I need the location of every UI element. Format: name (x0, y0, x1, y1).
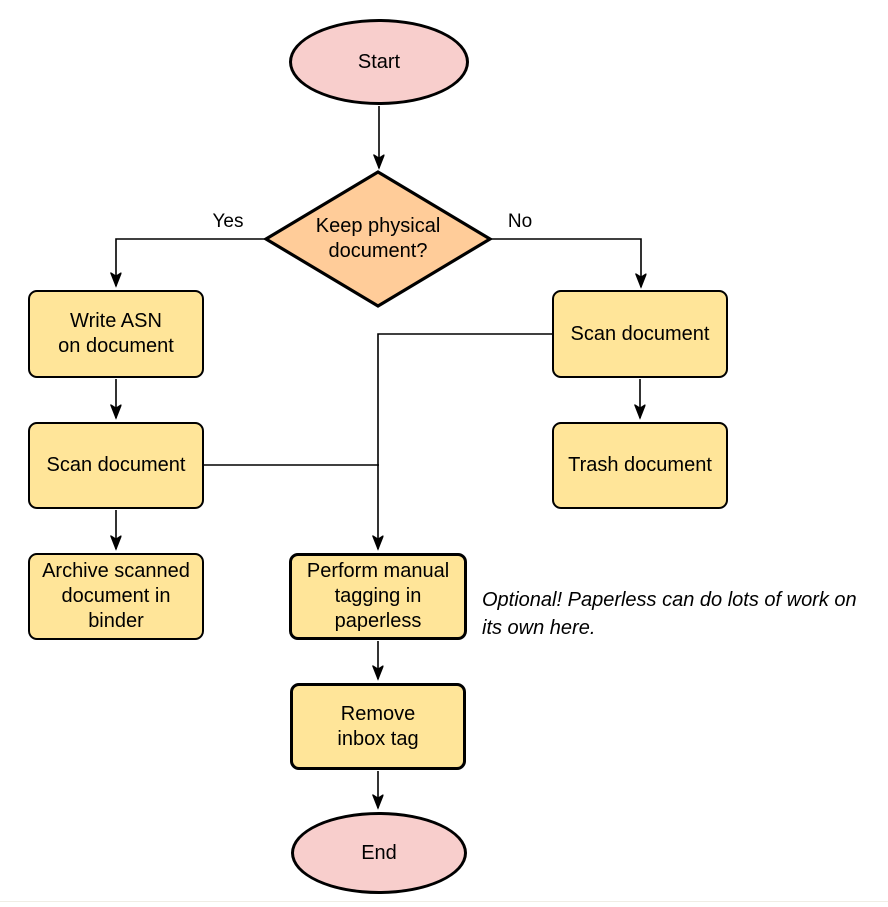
node-scan-document-right: Scan document (552, 290, 728, 378)
node-scan-document-left-label: Scan document (46, 454, 186, 476)
page-bottom-divider (0, 901, 888, 902)
node-end-label: End (361, 841, 397, 864)
node-remove-inbox-tag: Remove inbox tag (290, 683, 466, 770)
edge-scan-right-tagging (378, 333, 552, 549)
node-write-asn-label: Write ASN on document (58, 310, 174, 357)
node-end: End (291, 812, 467, 894)
node-trash-document-label: Trash document (568, 454, 712, 476)
node-scan-document-left: Scan document (28, 422, 204, 509)
node-manual-tagging-label: Perform manual tagging in paperless (306, 560, 450, 632)
node-manual-tagging: Perform manual tagging in paperless (289, 553, 467, 640)
node-scan-document-right-label: Scan document (570, 322, 710, 345)
edge-decision-write-asn (116, 238, 266, 286)
decision-diamond-shape (262, 170, 494, 308)
node-write-asn: Write ASN on document (28, 290, 204, 378)
edge-decision-scan-right (490, 238, 641, 287)
node-start-label: Start (357, 50, 401, 73)
node-archive-binder-label: Archive scanned document in binder (42, 560, 190, 632)
node-decision-label: Keep physical document? (315, 215, 441, 262)
node-remove-inbox-tag-label: Remove inbox tag (337, 702, 419, 750)
edge-label-yes: Yes (212, 211, 244, 232)
node-archive-binder: Archive scanned document in binder (28, 553, 204, 640)
node-start: Start (289, 19, 469, 105)
node-decision: Keep physical document? (266, 172, 490, 306)
optional-note: Optional! Paperless can do lots of work … (482, 589, 857, 639)
node-trash-document: Trash document (552, 422, 728, 509)
edge-label-no: No (507, 211, 533, 232)
